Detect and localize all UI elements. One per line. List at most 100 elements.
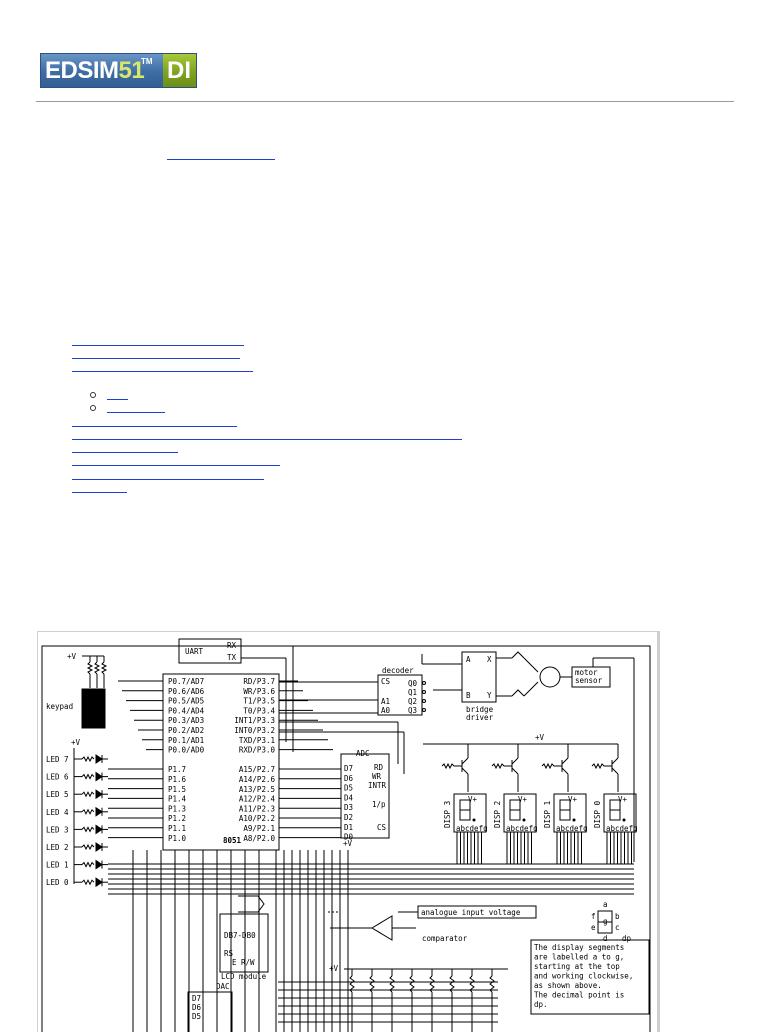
sub-nav-link-2[interactable] <box>107 412 165 413</box>
uart-tx-label: TX <box>227 653 237 662</box>
svg-text:+V: +V <box>67 652 77 661</box>
display-vplus: V+ <box>618 795 628 804</box>
nav-link-6[interactable] <box>72 452 178 453</box>
svg-text:DB7-DB0: DB7-DB0 <box>224 931 256 940</box>
port-right: INT0/P3.2 <box>234 726 275 735</box>
display-label: DISP 2 <box>493 801 502 828</box>
port-right: A9/P2.1 <box>243 824 275 833</box>
keypad-key <box>97 688 106 699</box>
nav-link-8[interactable] <box>72 479 264 480</box>
logo-left-panel <box>41 54 163 87</box>
svg-text:+V: +V <box>535 733 545 742</box>
lcd-module-box <box>219 913 269 973</box>
svg-text:D7: D7 <box>192 994 201 1003</box>
port-left: P0.2/AD2 <box>168 726 204 735</box>
uart-box <box>178 638 242 664</box>
port-left: P1.7 <box>168 765 186 774</box>
led-icon <box>95 806 103 817</box>
svg-text:B: B <box>466 691 471 700</box>
motor-sensor-box <box>571 666 611 688</box>
led-label: LED 4 <box>46 808 69 817</box>
led-label: LED 1 <box>46 861 69 870</box>
svg-text:X: X <box>487 655 492 664</box>
port-left: P1.1 <box>168 824 186 833</box>
nav-link-4[interactable] <box>72 426 237 427</box>
port-left: P0.1/AD1 <box>168 736 204 745</box>
nav-link-1[interactable] <box>72 345 244 346</box>
port-right: A13/P2.5 <box>239 785 275 794</box>
port-left: P1.2 <box>168 814 186 823</box>
led-label: LED 0 <box>46 878 69 887</box>
port-right: WR/P3.6 <box>243 687 275 696</box>
bridge-driver-box <box>461 651 497 703</box>
seven-seg-display <box>503 793 537 833</box>
motor-icon <box>539 666 561 688</box>
seven-seg-display <box>453 793 487 833</box>
sub-bullet-2 <box>90 405 96 411</box>
keypad-key-label: 8 <box>92 709 97 718</box>
adc-pin: D3 <box>344 803 353 812</box>
port-left: P0.7/AD7 <box>168 677 204 686</box>
decoder-box <box>377 674 423 716</box>
analogue-input-label: analogue input voltage <box>421 908 521 917</box>
sub-nav-link-1[interactable] <box>107 399 128 400</box>
svg-text:dp: dp <box>622 934 632 943</box>
seven-seg-display <box>603 793 637 833</box>
intro-link[interactable] <box>167 159 275 160</box>
svg-text:CS: CS <box>381 677 391 686</box>
led-label: LED 2 <box>46 843 69 852</box>
keypad-key-label: 5 <box>92 699 97 708</box>
led-label: LED 5 <box>46 790 69 799</box>
edsim51-logo[interactable]: EDSIM51 TM DI <box>40 53 197 88</box>
svg-text:1/p: 1/p <box>372 800 386 809</box>
led-icon <box>95 824 103 835</box>
port-left: P1.6 <box>168 775 187 784</box>
svg-text:+V: +V <box>343 839 353 848</box>
display-vplus: V+ <box>468 795 478 804</box>
port-right: RD/P3.7 <box>243 677 275 686</box>
schematic-frame <box>41 645 651 1032</box>
keypad-label: keypad <box>46 702 73 711</box>
segment-note-box <box>530 939 650 1015</box>
led-icon <box>95 877 103 888</box>
svg-text:Q2: Q2 <box>408 697 417 706</box>
led-icon <box>95 859 103 870</box>
port-left: P1.4 <box>168 795 187 804</box>
led-icon <box>95 771 103 782</box>
svg-text:Q1: Q1 <box>408 688 417 697</box>
svg-text:b: b <box>615 912 620 921</box>
display-label: DISP 0 <box>593 800 602 828</box>
svg-text:A: A <box>466 655 471 664</box>
led-label: LED 7 <box>46 755 69 764</box>
port-left: P0.4/AD4 <box>168 706 205 715</box>
nav-link-7[interactable] <box>72 465 280 466</box>
keypad-key <box>89 718 98 729</box>
port-right: T1/P3.5 <box>243 697 275 706</box>
keypad-key <box>97 698 106 709</box>
display-segments: abcdefg <box>456 824 488 833</box>
port-left: P0.6/AD6 <box>168 687 205 696</box>
comparator-label: comparator <box>422 934 468 943</box>
keypad-key <box>81 708 90 719</box>
svg-text:c: c <box>615 923 620 932</box>
display-segments: abcdefg <box>506 824 538 833</box>
nav-link-5[interactable] <box>72 439 462 440</box>
port-right: T0/P3.4 <box>243 706 275 715</box>
nav-link-2[interactable] <box>72 358 240 359</box>
svg-text:Y: Y <box>487 691 492 700</box>
keypad-key <box>97 708 106 719</box>
adc-pin: D7 <box>344 764 353 773</box>
dac-label: DAC <box>216 982 230 991</box>
port-right: INT1/P3.3 <box>234 716 275 725</box>
nav-link-3[interactable] <box>72 371 253 372</box>
schematic-svg: UART RX TX P0.7/AD7P0.6/AD6P0.5/AD5P0.4/… <box>41 638 651 1032</box>
nav-link-9[interactable] <box>72 492 127 493</box>
keypad-key-label: # <box>100 719 105 728</box>
keypad-key <box>89 708 98 719</box>
led-icon <box>95 842 103 852</box>
logo-trademark: TM <box>141 57 153 66</box>
chip-name: 8051 <box>223 836 242 845</box>
svg-text:INTR: INTR <box>368 781 387 790</box>
